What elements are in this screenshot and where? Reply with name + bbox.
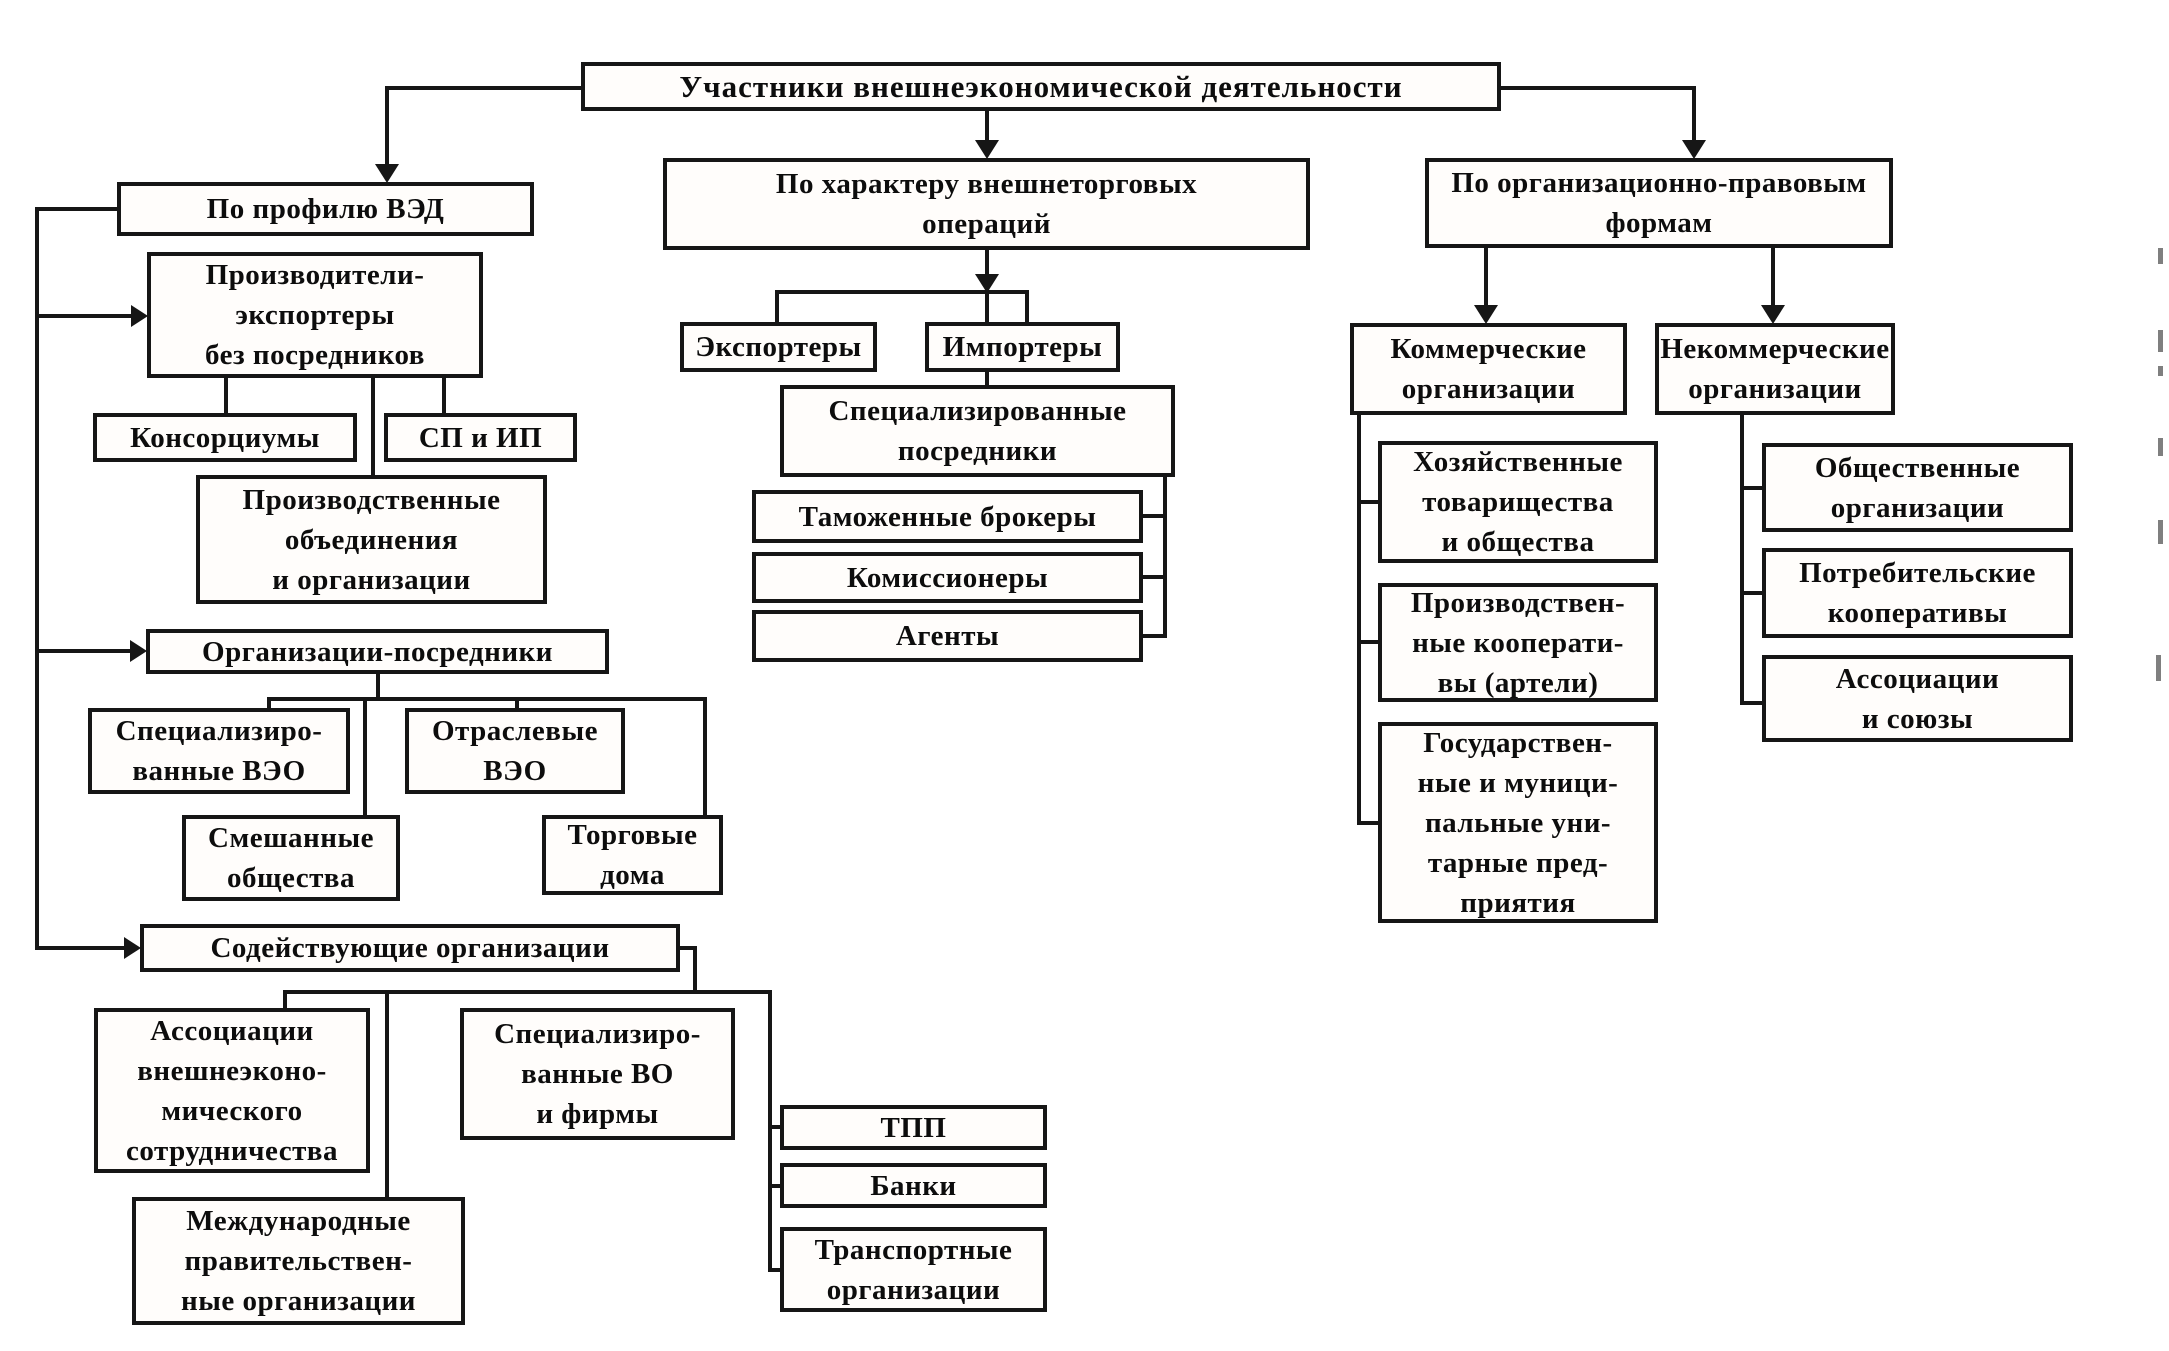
arrowhead-down xyxy=(1761,305,1785,324)
node-intl-gov-orgs: Международные правительствен- ные органи… xyxy=(132,1197,465,1325)
connector-line xyxy=(775,290,779,322)
connector-line xyxy=(35,207,121,211)
node-specialized-intermediaries: Специализированные посредники xyxy=(780,385,1175,477)
connector-line xyxy=(768,1268,782,1272)
connector-line xyxy=(768,1184,782,1188)
node-exporters: Экспортеры xyxy=(680,322,877,372)
node-associations-unions: Ассоциации и союзы xyxy=(1762,655,2073,742)
node-intermediary-orgs-header: Организации-посредники xyxy=(146,629,609,674)
connector-line xyxy=(224,378,228,413)
node-producers-exporters: Производители- экспортеры без посреднико… xyxy=(147,252,483,378)
node-mixed-companies: Смешанные общества xyxy=(182,815,400,901)
node-noncommercial-orgs: Некоммерческие организации xyxy=(1655,323,1895,415)
node-banks: Банки xyxy=(780,1163,1047,1208)
arrowhead-down xyxy=(975,274,999,293)
connector-line xyxy=(267,697,707,701)
node-tpp: ТПП xyxy=(780,1105,1047,1150)
node-specialized-vo-firms: Специализиро- ванные ВО и фирмы xyxy=(460,1008,735,1140)
connector-line xyxy=(1357,821,1380,825)
arrowhead-right xyxy=(130,640,147,662)
connector-line xyxy=(775,290,1029,294)
connector-line xyxy=(768,990,772,1272)
node-production-associations: Производственные объединения и организац… xyxy=(196,475,547,604)
node-title: Участники внешнеэкономической деятельнос… xyxy=(581,62,1501,111)
connector-line xyxy=(1771,248,1775,310)
connector-line xyxy=(1740,591,1764,595)
node-consortiums: Консорциумы xyxy=(93,413,357,462)
connector-line xyxy=(35,946,124,950)
arrowhead-down xyxy=(975,140,999,159)
node-profile-header: По профилю ВЭД xyxy=(117,182,534,236)
node-sp-ip: СП и ИП xyxy=(384,413,577,462)
scan-artifact-mark xyxy=(2158,330,2163,352)
connector-line xyxy=(385,86,581,90)
node-consumer-coops: Потребительские кооперативы xyxy=(1762,548,2073,638)
connector-line xyxy=(1163,475,1167,638)
node-specialized-veo: Специализиро- ванные ВЭО xyxy=(88,708,350,794)
connector-line xyxy=(1357,500,1380,504)
connector-line xyxy=(768,1125,782,1129)
connector-line xyxy=(1692,86,1696,142)
connector-line xyxy=(1740,486,1764,490)
connector-line xyxy=(1025,290,1029,322)
node-public-orgs: Общественные организации xyxy=(1762,443,2073,532)
connector-line xyxy=(385,86,389,164)
connector-line xyxy=(267,697,271,712)
connector-line xyxy=(35,649,130,653)
connector-line xyxy=(1501,86,1692,90)
scan-artifact-mark xyxy=(2158,438,2163,456)
connector-line xyxy=(1484,248,1488,310)
connector-line xyxy=(693,946,697,994)
node-fea-associations: Ассоциации внешнеэконо- мического сотруд… xyxy=(94,1008,370,1173)
arrowhead-right xyxy=(131,305,148,327)
arrowhead-right xyxy=(124,937,141,959)
node-commission-agents: Комиссионеры xyxy=(752,552,1143,603)
arrowhead-down xyxy=(375,164,399,183)
node-legal-forms-header: По организационно-правовым формам xyxy=(1425,158,1893,248)
connector-line xyxy=(1143,634,1165,638)
connector-line xyxy=(363,697,367,815)
connector-line xyxy=(985,111,989,142)
connector-line xyxy=(1357,415,1361,825)
node-importers: Импортеры xyxy=(925,322,1120,372)
connector-line xyxy=(371,378,375,475)
node-operations-header: По характеру внешнеторговых операций xyxy=(663,158,1310,250)
arrowhead-down xyxy=(1682,140,1706,159)
connector-line xyxy=(1357,640,1380,644)
connector-line xyxy=(985,250,989,278)
connector-line xyxy=(35,314,131,318)
connector-line xyxy=(680,946,697,950)
scan-artifact-mark xyxy=(2158,366,2163,376)
node-partnerships: Хозяйственные товарищества и общества xyxy=(1378,441,1658,563)
node-customs-brokers: Таможенные брокеры xyxy=(752,490,1143,543)
node-transport-orgs: Транспортные организации xyxy=(780,1227,1047,1312)
connector-line xyxy=(1143,514,1165,518)
connector-line xyxy=(283,990,287,1008)
connector-line xyxy=(1740,701,1764,705)
node-assisting-orgs-header: Содействующие организации xyxy=(140,924,680,972)
connector-line xyxy=(1143,575,1165,579)
node-production-coops: Производствен- ные кооперати- вы (артели… xyxy=(1378,583,1658,702)
connector-line xyxy=(35,207,39,950)
connector-line xyxy=(1740,415,1744,705)
connector-line xyxy=(385,990,389,1197)
node-agents: Агенты xyxy=(752,610,1143,662)
connector-line xyxy=(283,990,772,994)
node-branch-veo: Отраслевые ВЭО xyxy=(405,708,625,794)
arrowhead-down xyxy=(1474,305,1498,324)
connector-line xyxy=(515,697,519,712)
scan-artifact-mark xyxy=(2158,520,2163,544)
connector-line xyxy=(703,697,707,815)
node-unitary-enterprises: Государствен- ные и муници- пальные уни-… xyxy=(1378,722,1658,923)
scan-artifact-mark xyxy=(2156,655,2161,681)
connector-line xyxy=(376,673,380,701)
connector-line xyxy=(442,378,446,413)
node-commercial-orgs: Коммерческие организации xyxy=(1350,323,1627,415)
scan-artifact-mark xyxy=(2158,248,2163,264)
node-trade-houses: Торговые дома xyxy=(542,815,723,895)
